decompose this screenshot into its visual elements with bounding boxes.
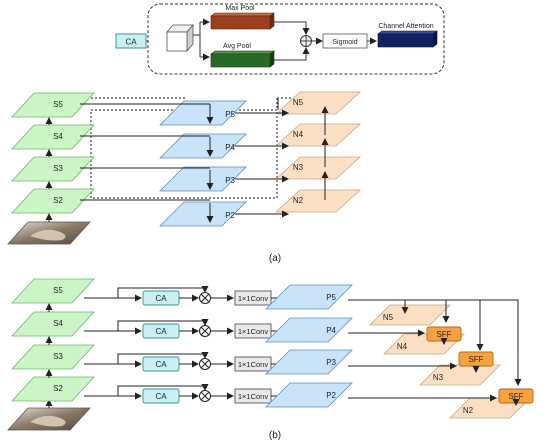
backbone-label-s3-a: S3 (53, 164, 63, 173)
pyramid-label-p3-a: P3 (225, 176, 235, 185)
sff-label-b-0: SFF (436, 330, 451, 339)
conv-label-b-3: 1×1Conv (238, 392, 268, 401)
bottomup-plane-n2-a (274, 189, 362, 213)
conv-label-b-0: 1×1Conv (238, 294, 268, 303)
ca-label-b-2: CA (155, 360, 167, 369)
sigmoid-label: Sigmoid (332, 39, 357, 46)
pyramid-plane-p3-b (265, 349, 353, 375)
channel-attention-module: CA Max Pool Avg Pool (115, 3, 445, 75)
p5-to-sff3-line-b (348, 299, 522, 386)
bottomup-plane-n5-b (369, 304, 451, 326)
sff-label-b-1: SFF (468, 355, 483, 364)
input-feature-cube (166, 23, 194, 53)
pyramid-label-p3-b: P3 (326, 358, 336, 367)
max-pool-label: Max Pool (225, 5, 255, 12)
ca-label-b-1: CA (155, 327, 167, 336)
bottomup-label-n2-b: N2 (463, 406, 474, 415)
backbone-label-s3-b: S3 (53, 352, 63, 361)
backbone-plane-s2-a (11, 188, 95, 214)
input-image-b (7, 407, 91, 431)
bypass-line-b-0 (84, 286, 209, 299)
multiply-x2-b-2 (200, 359, 210, 369)
backbone-label-s4-a: S4 (53, 132, 63, 141)
avg-pool-label: Avg Pool (223, 43, 251, 50)
bottomup-plane-n4-a (274, 123, 362, 147)
input-image-a (7, 221, 91, 245)
bypass-line-b-2 (84, 352, 209, 365)
pyramid-plane-p2-b (265, 382, 353, 408)
bottomup-plane-n3-b (419, 364, 501, 386)
avgpool-to-add-line (274, 47, 310, 61)
conv-label-b-1: 1×1Conv (238, 327, 268, 336)
caption-b: (b) (269, 430, 281, 441)
bottomup-label-n3-a: N3 (293, 163, 304, 172)
pyramid-plane-p4-a (159, 133, 247, 159)
ca-tag-label: CA (125, 38, 137, 47)
ca-label-b-3: CA (155, 392, 167, 401)
pyramid-label-p2-a: P2 (225, 211, 235, 220)
pyramid-plane-p2-a (159, 201, 247, 227)
channel-attention-label: Channel Attention (378, 23, 433, 30)
pyramid-label-p4-a: P4 (225, 143, 235, 152)
bottomup-plane-n3-a (274, 156, 362, 180)
backbone-label-s5-b: S5 (53, 286, 63, 295)
backbone-plane-s2-b (11, 376, 95, 402)
ca-tag-box (115, 33, 147, 49)
pyramid-label-p4-b: P4 (326, 326, 336, 335)
backbone-label-s2-b: S2 (53, 384, 63, 393)
module-dashed-frame (147, 3, 445, 75)
bottomup-label-n4-b: N4 (397, 342, 408, 351)
bypass-line-b-3 (84, 384, 209, 397)
bottomup-plane-n5-a (274, 91, 362, 115)
pyramid-plane-p5-b (265, 284, 353, 310)
bypass-line-b-1 (84, 319, 209, 332)
backbone-label-s5-a: S5 (53, 100, 63, 109)
avg-pool-bar (210, 50, 275, 68)
pyramid-label-p5-a: P5 (225, 110, 235, 119)
pyramid-plane-p3-a (159, 166, 247, 192)
pyramid-plane-p4-b (265, 317, 353, 343)
pyramid-label-p2-b: P2 (326, 391, 336, 400)
bottomup-label-n5-b: N5 (383, 313, 394, 322)
multiply-x2-b-1 (200, 326, 210, 336)
sff-label-b-2: SFF (508, 392, 523, 401)
bottomup-label-n4-a: N4 (293, 130, 304, 139)
bottomup-label-n3-b: N3 (433, 373, 444, 382)
pyramid-label-p5-b: P5 (326, 293, 336, 302)
channel-attention-bar (377, 30, 438, 48)
pyramid-plane-p5-a (159, 100, 247, 126)
multiply-x2-b-0 (200, 293, 210, 303)
multiply-x2-b-3 (200, 391, 210, 401)
maxpool-to-add-line (274, 21, 310, 35)
backbone-label-s2-a: S2 (53, 196, 63, 205)
conv-label-b-2: 1×1Conv (238, 360, 268, 369)
bottomup-label-n5-a: N5 (293, 98, 304, 107)
max-pool-bar (210, 12, 275, 30)
bottomup-label-n2-a: N2 (293, 196, 304, 205)
caption-a: (a) (269, 253, 281, 264)
ca-label-b-0: CA (155, 294, 167, 303)
backbone-label-s4-b: S4 (53, 319, 63, 328)
